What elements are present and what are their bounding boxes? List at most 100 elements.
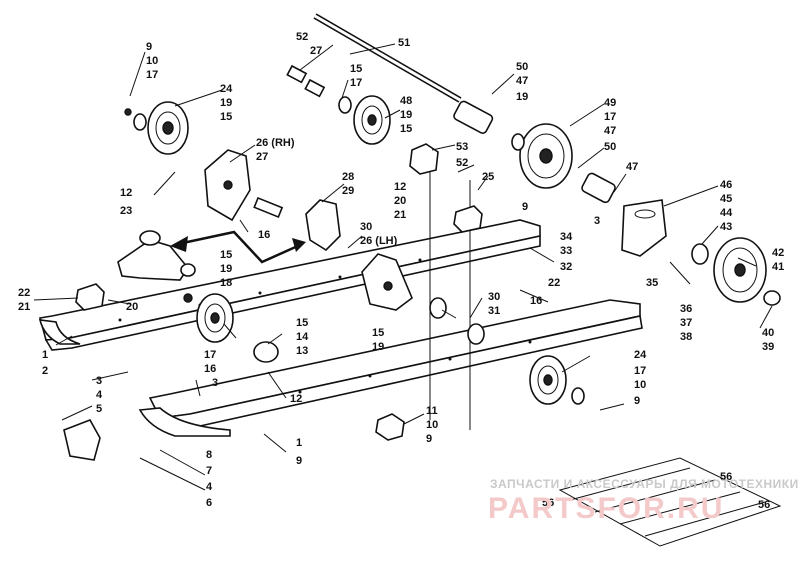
callout-15e: 15 (372, 327, 384, 339)
callout-44: 43 (720, 221, 732, 233)
callout-15d: 15 (400, 123, 412, 135)
callout-10: 10 (146, 55, 158, 67)
callout-21: 21 (18, 301, 30, 313)
callout-9: 9 (146, 41, 152, 53)
callout-16c: 16 (204, 363, 216, 375)
front-lower-idler-wheel (183, 293, 234, 343)
callout-1b: 1 (296, 437, 302, 449)
callout-56: 56 (720, 471, 732, 483)
callout-15f: 15 (296, 317, 308, 329)
callout-48b: 47 (604, 125, 616, 137)
front-rubber-block (75, 283, 105, 311)
callout-10c: 10 (634, 379, 646, 391)
callout-7: 7 (206, 465, 212, 477)
callout-20b: 20 (394, 195, 406, 207)
callout-19b: 19 (220, 263, 232, 275)
lower-rail-block (375, 413, 405, 441)
callout-19e: 19 (372, 341, 384, 353)
callout-6: 6 (206, 497, 212, 509)
callout-51: 50 (516, 61, 528, 73)
callout-52: 51 (398, 37, 410, 49)
rear-idler-wheel (691, 237, 781, 306)
callout-2: 2 (42, 365, 48, 377)
left-slide-rail (38, 219, 541, 351)
upper-center-idler-wheel (286, 64, 391, 145)
parts-artwork (38, 13, 782, 547)
callout-21b: 21 (394, 209, 406, 221)
callout-54: 53 (456, 141, 468, 153)
watermark-caption: ЗАПЧАСТИ И АКСЕССУАРЫ ДЛЯ МОТОТЕХНИКИ (490, 477, 799, 491)
callout-29: 29 (342, 185, 354, 197)
callout-32: 31 (488, 305, 500, 317)
callout-5: 5 (96, 403, 102, 415)
track-section (558, 457, 782, 547)
callout-25: 25 (482, 171, 494, 183)
rear-axle-adjuster-plate (621, 199, 667, 257)
callout-36: 35 (646, 277, 658, 289)
callout-3c: 3 (96, 375, 102, 387)
callout-37: 36 (680, 303, 692, 315)
lower-rear-idler-wheel (529, 355, 585, 405)
callout-9b: 9 (522, 201, 528, 213)
callout-38: 37 (680, 317, 692, 329)
callout-12c: 12 (290, 393, 302, 405)
spacer-tube (253, 196, 284, 219)
callout-17b: 17 (350, 77, 362, 89)
callout-28: 28 (342, 171, 354, 183)
watermark: ЗАПЧАСТИ И АКСЕССУАРЫ ДЛЯ МОТОТЕХНИКИ PA… (488, 477, 799, 525)
callout-11: 11 (426, 405, 438, 417)
callout-13: 13 (296, 345, 308, 357)
callout-46: 45 (720, 193, 732, 205)
callout-27: 27 (256, 151, 268, 163)
callout-51b: 50 (604, 141, 616, 153)
callout-17c: 17 (604, 111, 616, 123)
callout-24: 24 (220, 83, 233, 95)
upper-rear-idler-wheel (511, 123, 573, 189)
callout-3: 3 (594, 215, 600, 227)
callout-12: 12 (120, 187, 132, 199)
center-rubber-block (453, 205, 483, 233)
callout-15: 15 (220, 111, 232, 123)
callout-19c: 19 (400, 109, 412, 121)
callout-20: 20 (126, 301, 138, 313)
callout-22b: 22 (548, 277, 560, 289)
callout-15b: 15 (220, 249, 232, 261)
callout-27b: 27 (310, 45, 322, 57)
left-wear-strip (38, 319, 81, 345)
callout-48: 47 (516, 75, 528, 87)
callout-48c: 47 (626, 161, 638, 173)
callout-35: 34 (560, 231, 573, 243)
callout-30: 30 (360, 221, 372, 233)
center-bearing (467, 323, 485, 345)
center-bushing (429, 297, 447, 319)
callout-34: 33 (560, 245, 572, 257)
callout-23: 23 (120, 205, 132, 217)
callout-42: 41 (772, 261, 784, 273)
callout-10b: 10 (426, 419, 438, 431)
callout-22: 22 (18, 287, 30, 299)
callout-9c: 9 (296, 455, 302, 467)
callout-17d: 17 (204, 349, 216, 361)
callout-41: 40 (762, 327, 774, 339)
callout-43: 42 (772, 247, 784, 259)
front-end-cap (63, 419, 101, 461)
callout-45: 44 (720, 207, 733, 219)
callout-18: 18 (220, 277, 232, 289)
callout-50: 49 (604, 97, 616, 109)
callout-15c: 15 (350, 63, 362, 75)
callout-14: 14 (296, 331, 309, 343)
callout-31: 30 (488, 291, 500, 303)
callout-1: 1 (42, 349, 48, 361)
direction-arrow (170, 230, 306, 264)
rear-cross-shaft (313, 13, 462, 103)
callout-4: 4 (96, 389, 103, 401)
callout-47: 46 (720, 179, 732, 191)
right-wear-strip (138, 407, 231, 437)
center-link-bracket (305, 199, 341, 252)
rear-axle-block (409, 143, 439, 175)
callout-9d: 9 (426, 433, 432, 445)
callout-17e: 17 (634, 365, 646, 377)
callout-26-rh: 26 (RH) (256, 137, 295, 149)
upper-rear-spacer (453, 100, 494, 134)
